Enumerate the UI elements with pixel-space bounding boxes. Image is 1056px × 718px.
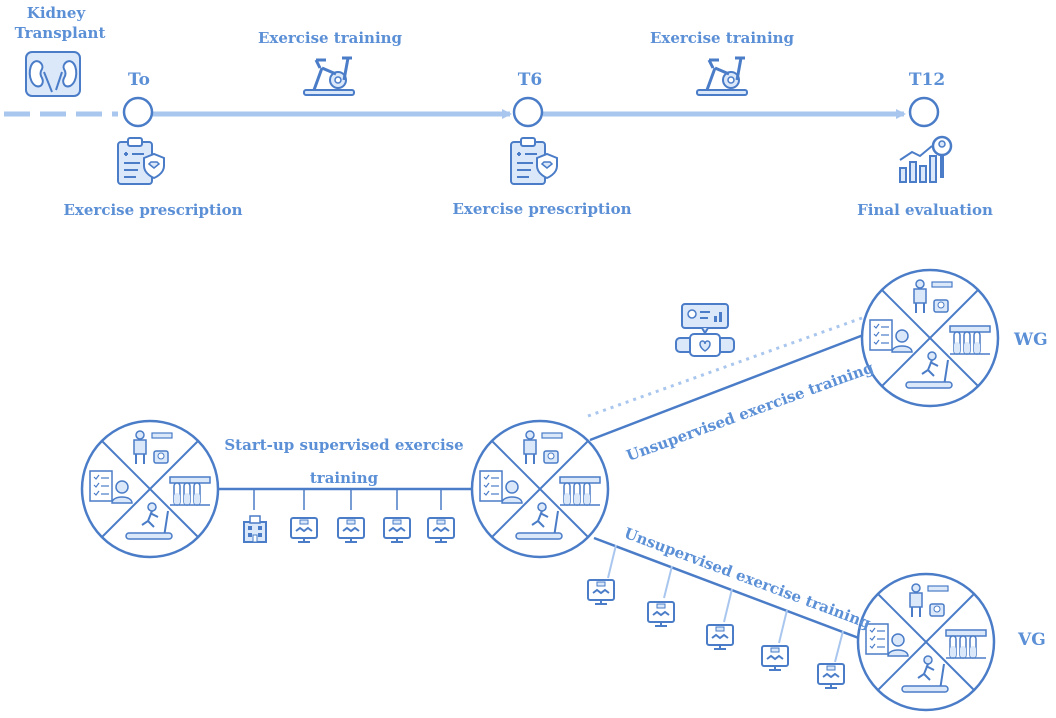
assessment-wheel-vg [856,572,996,712]
kidney-icon [25,51,81,97]
lower-branch-line [593,536,865,642]
telehealth-monitor-icon [647,601,675,627]
clipboard-prescription-icon-1 [117,137,165,185]
startup-session-icons [253,489,442,510]
assessment-wheel-midpoint [470,419,610,559]
timepoint-t12-label: T12 [908,70,946,90]
final-evaluation-label: Final evaluation [857,201,993,219]
timepoint-t6-node [512,96,544,128]
kidney-transplant-label-1: Kidney [26,4,86,22]
hospital-icon [243,515,267,543]
timepoint-t0-label: To [127,70,151,90]
exercise-training-label-2: Exercise training [649,29,795,47]
startup-training-label-1: Start-up supervised exercise [224,436,464,454]
startup-training-label-2: training [309,469,379,487]
exercise-bike-icon-2 [695,56,749,97]
telehealth-monitor-icon [337,517,365,543]
group-vg-label: VG [1018,630,1046,650]
telehealth-monitor-icon [427,517,455,543]
assessment-wheel-baseline [80,419,220,559]
exercise-prescription-label-2: Exercise prescription [452,200,632,218]
upper-branch-line [589,332,867,442]
timepoint-t0-node [122,96,154,128]
telehealth-monitor-icon [290,517,318,543]
assessment-wheel-wg [860,268,1000,408]
smartwatch-icon [675,303,735,357]
telehealth-monitor-icon [706,624,734,650]
exercise-prescription-label-1: Exercise prescription [63,201,243,219]
telehealth-monitor-icon [587,579,615,605]
exercise-bike-icon-1 [302,56,356,97]
vg-session-stems [607,544,844,663]
kidney-transplant-label-2: Transplant [14,24,106,42]
telehealth-monitor-icon [817,663,845,689]
timepoint-t12-node [908,96,940,128]
upper-dotted-line [587,316,863,418]
final-evaluation-icon [898,135,953,184]
clipboard-prescription-icon-2 [510,137,558,185]
telehealth-monitor-icon [383,517,411,543]
exercise-training-label-1: Exercise training [257,29,403,47]
telehealth-monitor-icon [761,645,789,671]
timepoint-t6-label: T6 [517,70,543,90]
group-wg-label: WG [1014,330,1048,350]
